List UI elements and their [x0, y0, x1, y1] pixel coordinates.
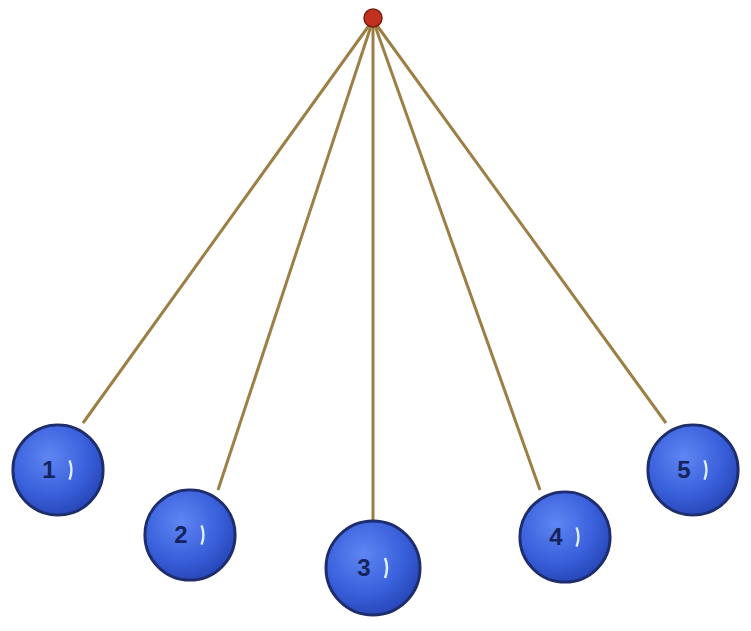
- callout-number: 4: [549, 523, 562, 551]
- ball-shape: [10, 422, 106, 518]
- ball-body: [520, 492, 610, 582]
- ball-body: [648, 425, 738, 515]
- pendulum-ball: 1: [10, 422, 106, 518]
- ball-shape: [645, 422, 741, 518]
- ball-highlight: [705, 460, 707, 479]
- string: [373, 20, 666, 423]
- string: [218, 20, 373, 490]
- strings: [83, 20, 666, 520]
- ball-shape: [142, 487, 238, 583]
- pendulum-ball: 2: [142, 487, 238, 583]
- ball-body: [326, 521, 420, 615]
- ball-shape: [517, 489, 613, 585]
- callout-number: 3: [357, 554, 370, 582]
- callout-number: 2: [174, 521, 187, 549]
- ball-highlight: [202, 525, 204, 544]
- string: [372, 20, 375, 520]
- callout-number: 1: [42, 456, 55, 484]
- string: [373, 20, 540, 490]
- pivot-point: [364, 9, 382, 27]
- ball-body: [145, 490, 235, 580]
- ball-highlight: [385, 558, 387, 578]
- pendulum-ball: 3: [323, 518, 423, 618]
- pendulum-ball: 4: [517, 489, 613, 585]
- ball-shape: [323, 518, 423, 618]
- ball-highlight: [577, 527, 579, 546]
- ball-highlight: [70, 460, 72, 479]
- callout-number: 5: [677, 456, 690, 484]
- pendulum-ball: 5: [645, 422, 741, 518]
- string: [83, 20, 373, 423]
- ball-body: [13, 425, 103, 515]
